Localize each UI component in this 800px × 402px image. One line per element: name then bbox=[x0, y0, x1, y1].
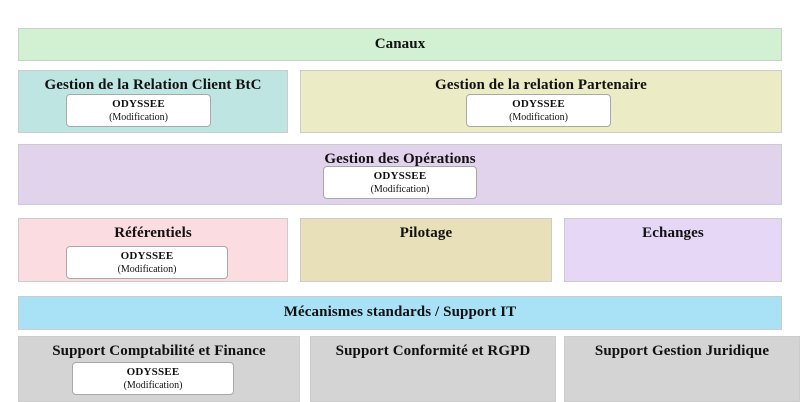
capability-block-label: Echanges bbox=[642, 225, 704, 241]
application-state: (Modification) bbox=[509, 111, 568, 123]
capability-block-mecanismes-standards-support-it[interactable]: Mécanismes standards / Support IT bbox=[18, 296, 782, 330]
capability-block-support-comptabilite-finance[interactable]: Support Comptabilité et Finance bbox=[18, 336, 300, 402]
application-box-odyssee[interactable]: ODYSSEE(Modification) bbox=[66, 94, 211, 127]
application-name: ODYSSEE bbox=[512, 98, 565, 110]
capability-block-pilotage[interactable]: Pilotage bbox=[300, 218, 552, 282]
application-name: ODYSSEE bbox=[112, 98, 165, 110]
capability-block-label: Canaux bbox=[374, 36, 426, 52]
capability-block-label: Support Conformité et RGPD bbox=[335, 343, 531, 359]
application-name: ODYSSEE bbox=[120, 250, 174, 262]
capability-block-echanges[interactable]: Echanges bbox=[564, 218, 782, 282]
capability-block-label: Support Gestion Juridique bbox=[594, 343, 770, 359]
capability-block-label: Gestion de la relation Partenaire bbox=[435, 77, 647, 93]
capability-block-label: Gestion des Opérations bbox=[324, 151, 476, 167]
capability-block-label: Référentiels bbox=[114, 225, 192, 241]
capability-block-support-conformite-rgpd[interactable]: Support Conformité et RGPD bbox=[310, 336, 556, 402]
capability-block-support-gestion-juridique[interactable]: Support Gestion Juridique bbox=[564, 336, 800, 402]
application-state: (Modification) bbox=[123, 379, 183, 391]
application-state: (Modification) bbox=[109, 111, 168, 123]
application-name: ODYSSEE bbox=[126, 366, 180, 378]
capability-block-canaux[interactable]: Canaux bbox=[18, 28, 782, 61]
application-box-odyssee[interactable]: ODYSSEE(Modification) bbox=[66, 246, 228, 279]
application-state: (Modification) bbox=[370, 183, 430, 195]
capability-block-label: Gestion de la Relation Client BtC bbox=[44, 77, 262, 93]
capability-block-label: Pilotage bbox=[399, 225, 453, 241]
capability-block-label: Support Comptabilité et Finance bbox=[52, 343, 266, 359]
application-box-odyssee[interactable]: ODYSSEE(Modification) bbox=[72, 362, 234, 395]
application-box-odyssee[interactable]: ODYSSEE(Modification) bbox=[466, 94, 611, 127]
application-state: (Modification) bbox=[117, 263, 177, 275]
application-name: ODYSSEE bbox=[373, 170, 427, 182]
capability-block-label: Mécanismes standards / Support IT bbox=[283, 304, 517, 320]
application-box-odyssee[interactable]: ODYSSEE(Modification) bbox=[323, 166, 477, 199]
